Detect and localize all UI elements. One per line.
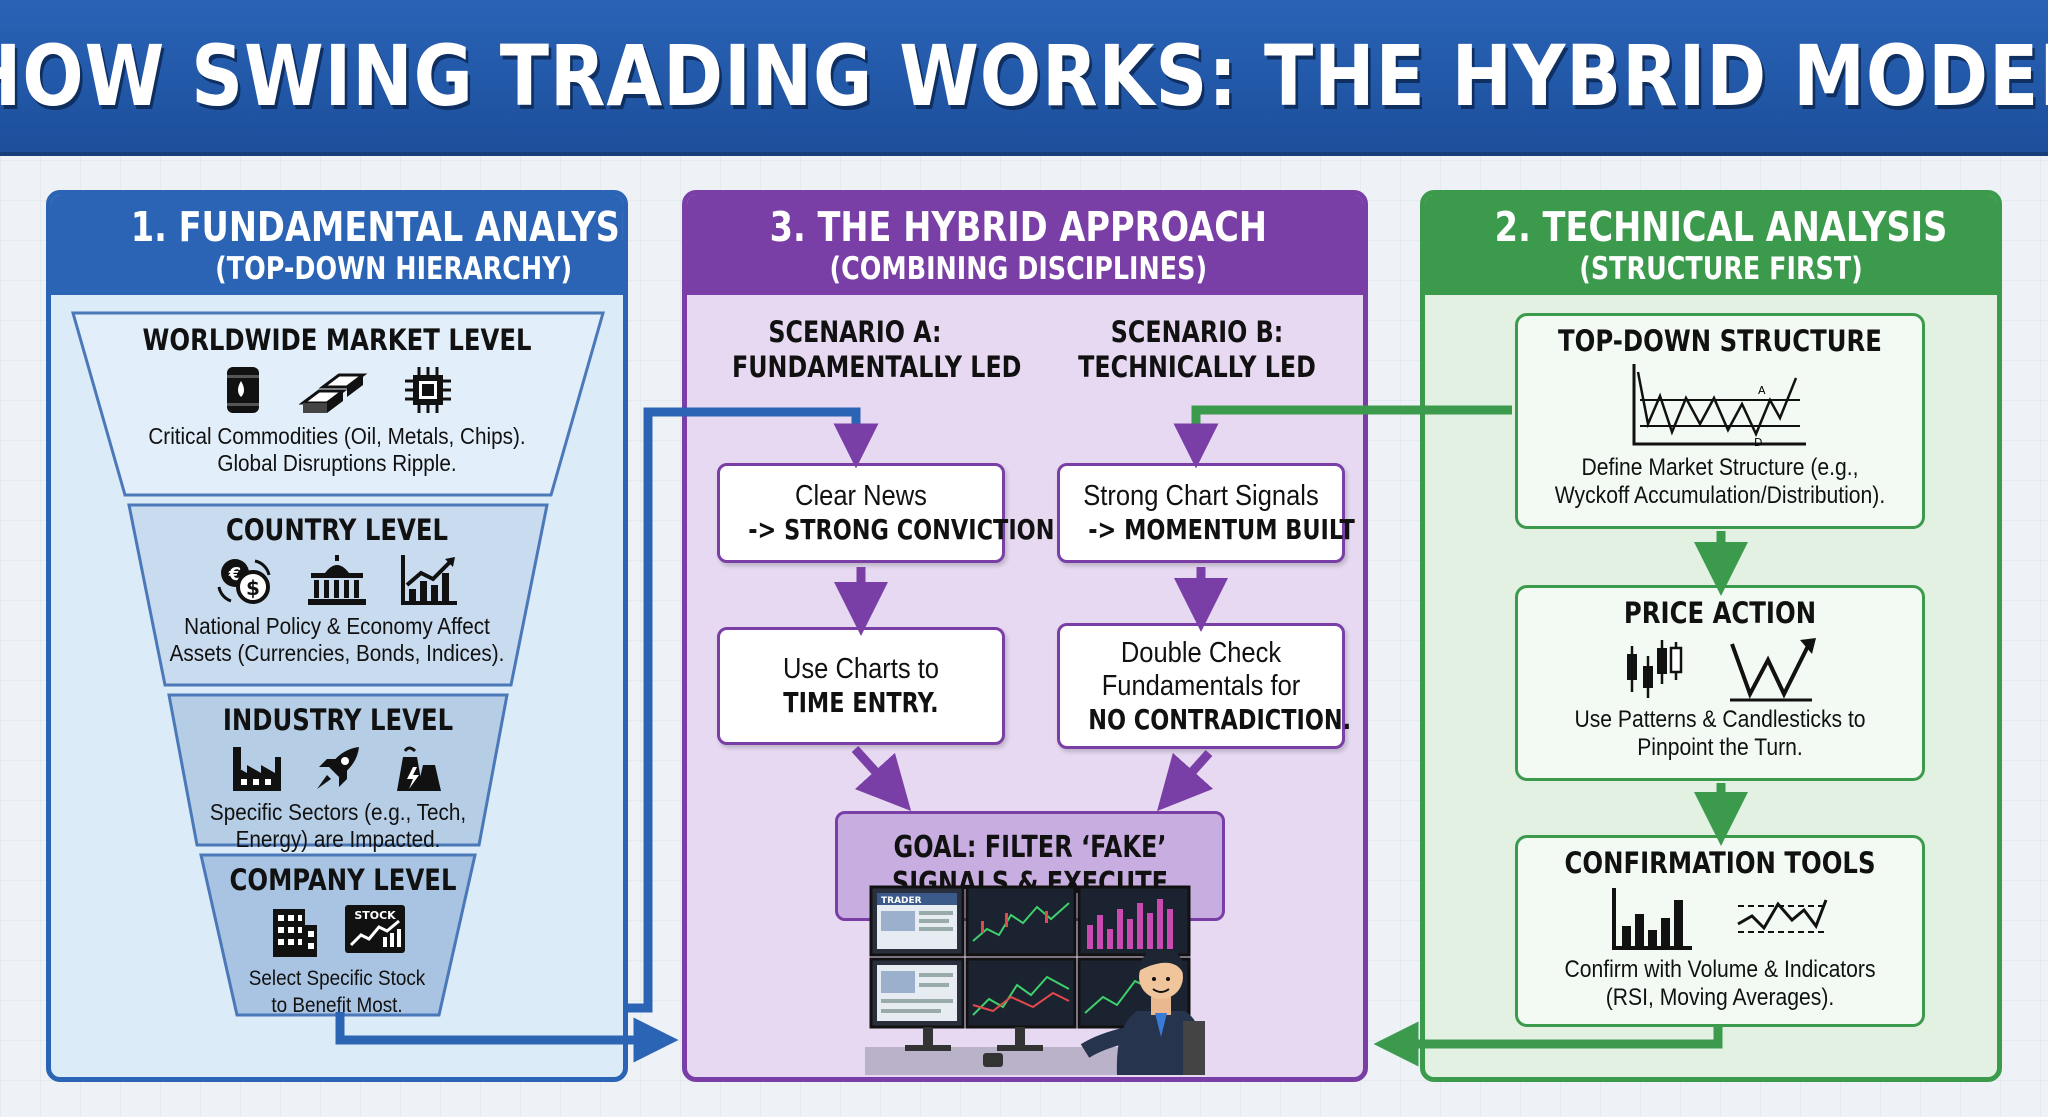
box-description: Confirm with Volume & Indicators xyxy=(1564,956,1876,983)
top-down-structure-box: TOP-DOWN STRUCTURE A D Define Market Str… xyxy=(1515,313,1925,529)
stock-chart-icon: STOCK xyxy=(345,905,405,953)
fundamental-analysis-panel: 1. FUNDAMENTAL ANALYSIS (TOP-DOWN HIERAR… xyxy=(46,190,628,1082)
country-level: COUNTRY LEVEL € $ xyxy=(141,513,533,667)
page-title: HOW SWING TRADING WORKS: THE HYBRID MODE… xyxy=(0,27,2048,125)
microchip-icon xyxy=(405,367,451,413)
step-text: Strong Chart Signals xyxy=(1083,480,1319,512)
wyckoff-chart-icon: A D xyxy=(1632,364,1806,449)
chart-label-d: D xyxy=(1754,436,1762,449)
scenario-b-step2: Double Check Fundamentals for NO CONTRAD… xyxy=(1057,623,1352,749)
rocket-icon xyxy=(317,747,359,789)
hybrid-title: 3. THE HYBRID APPROACH xyxy=(769,203,1268,251)
fundamental-title: 1. FUNDAMENTAL ANALYSIS xyxy=(130,203,628,251)
level-title: COUNTRY LEVEL xyxy=(225,513,449,547)
technical-title: 2. TECHNICAL ANALYSIS xyxy=(1494,203,1948,251)
growth-chart-icon xyxy=(401,555,457,605)
technical-analysis-panel: 2. TECHNICAL ANALYSIS (STRUCTURE FIRST) … xyxy=(1420,190,2002,1082)
box-description: (RSI, Moving Averages). xyxy=(1605,984,1835,1011)
hybrid-subtitle: (COMBINING DISCIPLINES) xyxy=(829,251,1208,287)
price-action-box: PRICE ACTION Use Patterns & Candlesticks… xyxy=(1515,585,1925,781)
trader-label: TRADER xyxy=(881,896,922,906)
industry-level: INDUSTRY LEVEL Specific Sectors (e.g xyxy=(177,703,499,853)
hybrid-header: 3. THE HYBRID APPROACH (COMBINING DISCIP… xyxy=(687,195,1363,295)
level-description: Select Specific Stock xyxy=(248,967,426,990)
power-plant-icon xyxy=(397,746,441,791)
trader-person xyxy=(983,948,1205,1075)
scenario-b-label: SCENARIO B: xyxy=(1110,315,1284,349)
trader-illustration: TRADER xyxy=(865,885,1205,1075)
level-description: Critical Commodities (Oil, Metals, Chips… xyxy=(148,423,526,449)
hybrid-approach-panel: 3. THE HYBRID APPROACH (COMBINING DISCIP… xyxy=(682,190,1368,1082)
box-description: Use Patterns & Candlesticks to xyxy=(1574,706,1866,733)
step-emphasis: NO CONTRADICTION. xyxy=(1088,702,1352,736)
technical-flow-arrows xyxy=(1694,531,1748,846)
level-title: COMPANY LEVEL xyxy=(229,863,457,897)
indicator-line-icon xyxy=(1737,899,1828,933)
technical-header: 2. TECHNICAL ANALYSIS (STRUCTURE FIRST) xyxy=(1425,195,1997,295)
oil-barrel-icon xyxy=(227,367,259,413)
scenario-b-subtitle: TECHNICALLY LED xyxy=(1078,350,1316,384)
candlestick-icon xyxy=(1627,640,1683,698)
box-title: TOP-DOWN STRUCTURE xyxy=(1558,324,1882,358)
level-description: Global Disruptions Ripple. xyxy=(217,450,457,476)
office-building-icon xyxy=(273,909,317,957)
level-description: Assets (Currencies, Bonds, Indices). xyxy=(169,640,505,666)
goal-box: GOAL: FILTER ‘FAKE’ SIGNALS & EXECUTE xyxy=(835,811,1225,921)
scenario-a-label: SCENARIO A: xyxy=(768,315,942,349)
reversal-pattern-icon xyxy=(1730,638,1816,702)
fundamental-header: 1. FUNDAMENTAL ANALYSIS (TOP-DOWN HIERAR… xyxy=(51,195,623,295)
stock-label: STOCK xyxy=(354,909,396,922)
scenario-b-step1: Strong Chart Signals -> MOMENTUM BUILT xyxy=(1057,463,1355,563)
level-title: INDUSTRY LEVEL xyxy=(222,703,454,737)
step-text: Double Check xyxy=(1120,636,1282,669)
box-description: Define Market Structure (e.g., xyxy=(1581,454,1859,481)
level-title: WORLDWIDE MARKET LEVEL xyxy=(142,323,532,357)
box-description: Pinpoint the Turn. xyxy=(1637,734,1803,761)
currency-exchange-icon: € $ xyxy=(217,559,271,604)
metal-bars-icon xyxy=(298,373,368,413)
scenario-b-title: SCENARIO B: TECHNICALLY LED xyxy=(1047,315,1347,385)
confirmation-tools-box: CONFIRMATION TOOLS Confirm with Volume &… xyxy=(1515,835,1925,1027)
level-description: to Benefit Most. xyxy=(271,994,403,1017)
scenario-arrows xyxy=(834,567,1228,812)
factory-icon xyxy=(233,747,281,791)
chart-label-a: A xyxy=(1758,384,1766,397)
level-description: Specific Sectors (e.g., Tech, xyxy=(209,799,467,825)
box-title: PRICE ACTION xyxy=(1623,596,1817,630)
company-level: COMPANY LEVEL STOCK Select Specific Stoc… xyxy=(209,863,465,1019)
box-description: Wyckoff Accumulation/Distribution). xyxy=(1554,482,1886,509)
level-description: National Policy & Economy Affect xyxy=(184,613,490,639)
government-building-icon xyxy=(308,555,366,605)
level-description: Energy) are Impacted. xyxy=(235,826,441,852)
scenario-a-subtitle: FUNDAMENTALLY LED xyxy=(732,350,1022,384)
step-text: Fundamentals for xyxy=(1101,669,1301,702)
box-title: CONFIRMATION TOOLS xyxy=(1564,846,1876,880)
scenario-a-title: SCENARIO A: FUNDAMENTALLY LED xyxy=(705,315,1022,385)
volume-bars-icon xyxy=(1612,888,1692,950)
step-emphasis: -> MOMENTUM BUILT xyxy=(1088,513,1355,546)
worldwide-market-level: WORLDWIDE MARKET LEVEL xyxy=(91,323,583,477)
technical-subtitle: (STRUCTURE FIRST) xyxy=(1579,251,1863,287)
goal-text: GOAL: FILTER ‘FAKE’ xyxy=(893,830,1167,865)
title-banner: HOW SWING TRADING WORKS: THE HYBRID MODE… xyxy=(0,0,2048,156)
fundamental-subtitle: (TOP-DOWN HIERARCHY) xyxy=(215,251,573,287)
svg-text:$: $ xyxy=(246,576,260,600)
